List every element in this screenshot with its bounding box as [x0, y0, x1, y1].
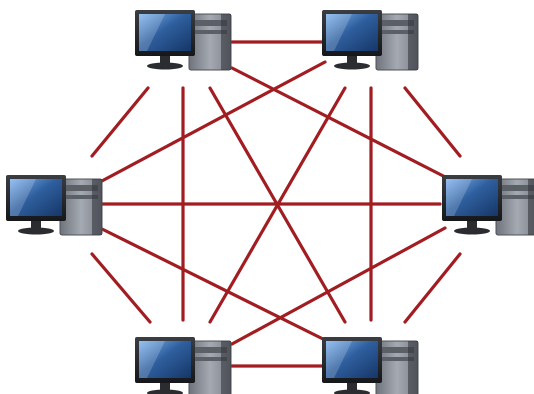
network-link [100, 62, 325, 182]
computer-bottom-right [322, 337, 418, 394]
network-link [100, 228, 325, 340]
monitor-icon [322, 10, 382, 70]
network-link [232, 228, 445, 344]
computer-top-right [322, 10, 418, 70]
tower-icon [60, 179, 102, 235]
computer-middle-left [6, 175, 102, 235]
computer-top-left [135, 10, 231, 70]
monitor-icon [135, 10, 195, 70]
monitor-icon [135, 337, 195, 394]
computer-middle-right [442, 175, 534, 235]
monitor-icon [442, 175, 502, 235]
computers [6, 10, 534, 394]
network-link [92, 254, 150, 322]
monitor-icon [322, 337, 382, 394]
tower-icon [189, 341, 231, 394]
tower-icon [189, 14, 231, 70]
computer-bottom-left [135, 337, 231, 394]
tower-icon [376, 14, 418, 70]
network-link [232, 68, 455, 182]
network-link [92, 88, 148, 156]
monitor-icon [6, 175, 66, 235]
network-links [92, 42, 460, 366]
network-link [405, 254, 460, 322]
tower-icon [376, 341, 418, 394]
network-link [405, 88, 460, 156]
